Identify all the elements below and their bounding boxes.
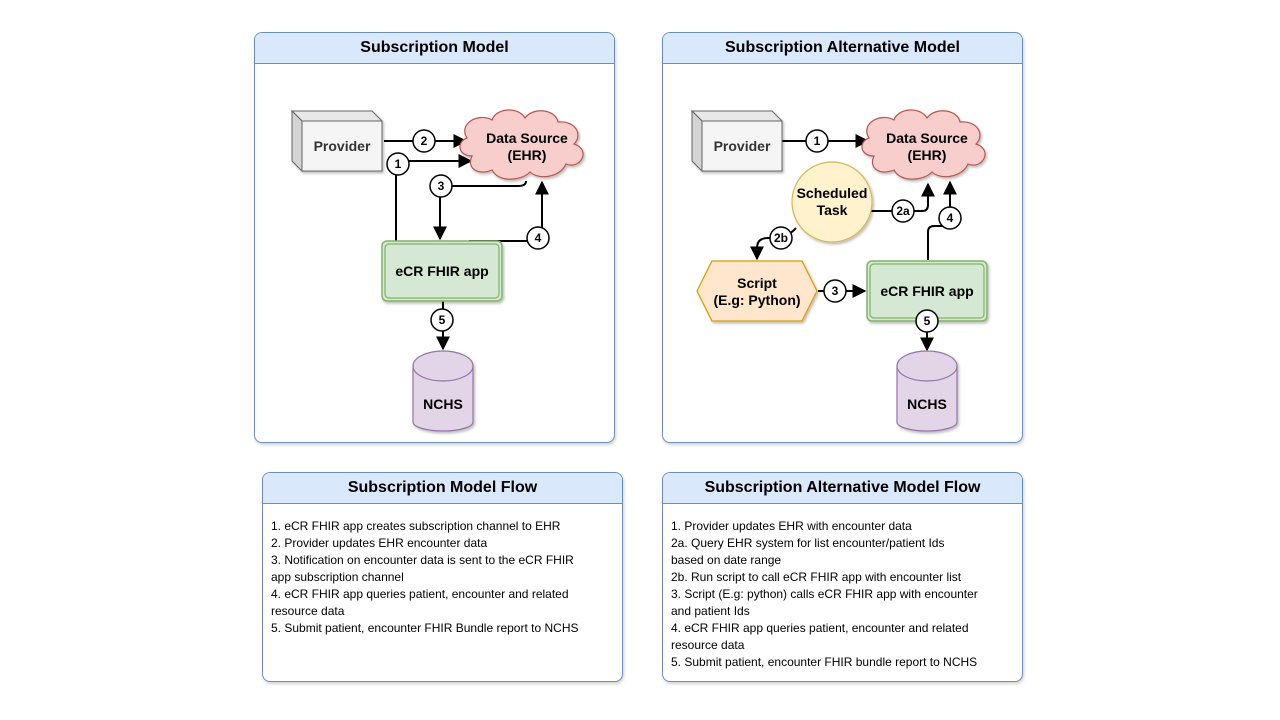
flow-step-line: 5. Submit patient, encounter FHIR bundle… [671,655,978,669]
flow-step-line: 2. Provider updates EHR encounter data [271,536,488,550]
subscription-model-title: Subscription Model [255,33,614,64]
flow-step-line: 1. eCR FHIR app creates subscription cha… [271,519,561,533]
flow-step-line: and patient Ids [671,604,750,618]
subscription-model-flow-panel: Subscription Model Flow 1. eCR FHIR app … [262,472,623,682]
flow-step-line: app subscription channel [271,570,404,584]
flow-step-line: 4. eCR FHIR app queries patient, encount… [671,621,969,635]
flow-step-line: based on date range [671,553,782,567]
subscription-alternative-model-flow-panel: Subscription Alternative Model Flow 1. P… [662,472,1023,682]
flow-step-line: 2b. Run script to call eCR FHIR app with… [671,570,962,584]
subscription-alternative-model-title: Subscription Alternative Model [663,33,1022,64]
flow-step-line: 3. Script (E.g: python) calls eCR FHIR a… [671,587,978,601]
flow-step-line: 4. eCR FHIR app queries patient, encount… [271,587,569,601]
flow-step-line: 1. Provider updates EHR with encounter d… [671,519,912,533]
flow-step-line: 3. Notification on encounter data is sen… [271,553,574,567]
subscription-model-flow-steps: 1. eCR FHIR app creates subscription cha… [263,504,622,637]
flow-step-line: resource data [271,604,345,618]
subscription-model-flow-title: Subscription Model Flow [263,473,622,504]
subscription-model-panel: Subscription Model [254,32,615,443]
flow-step-line: 2a. Query EHR system for list encounter/… [671,536,945,550]
subscription-alternative-model-flow-title: Subscription Alternative Model Flow [663,473,1022,504]
subscription-alternative-model-panel: Subscription Alternative Model [662,32,1023,443]
flow-step-line: 5. Submit patient, encounter FHIR Bundle… [271,621,579,635]
subscription-alternative-model-flow-steps: 1. Provider updates EHR with encounter d… [663,504,1022,671]
flow-step-line: resource data [671,638,745,652]
